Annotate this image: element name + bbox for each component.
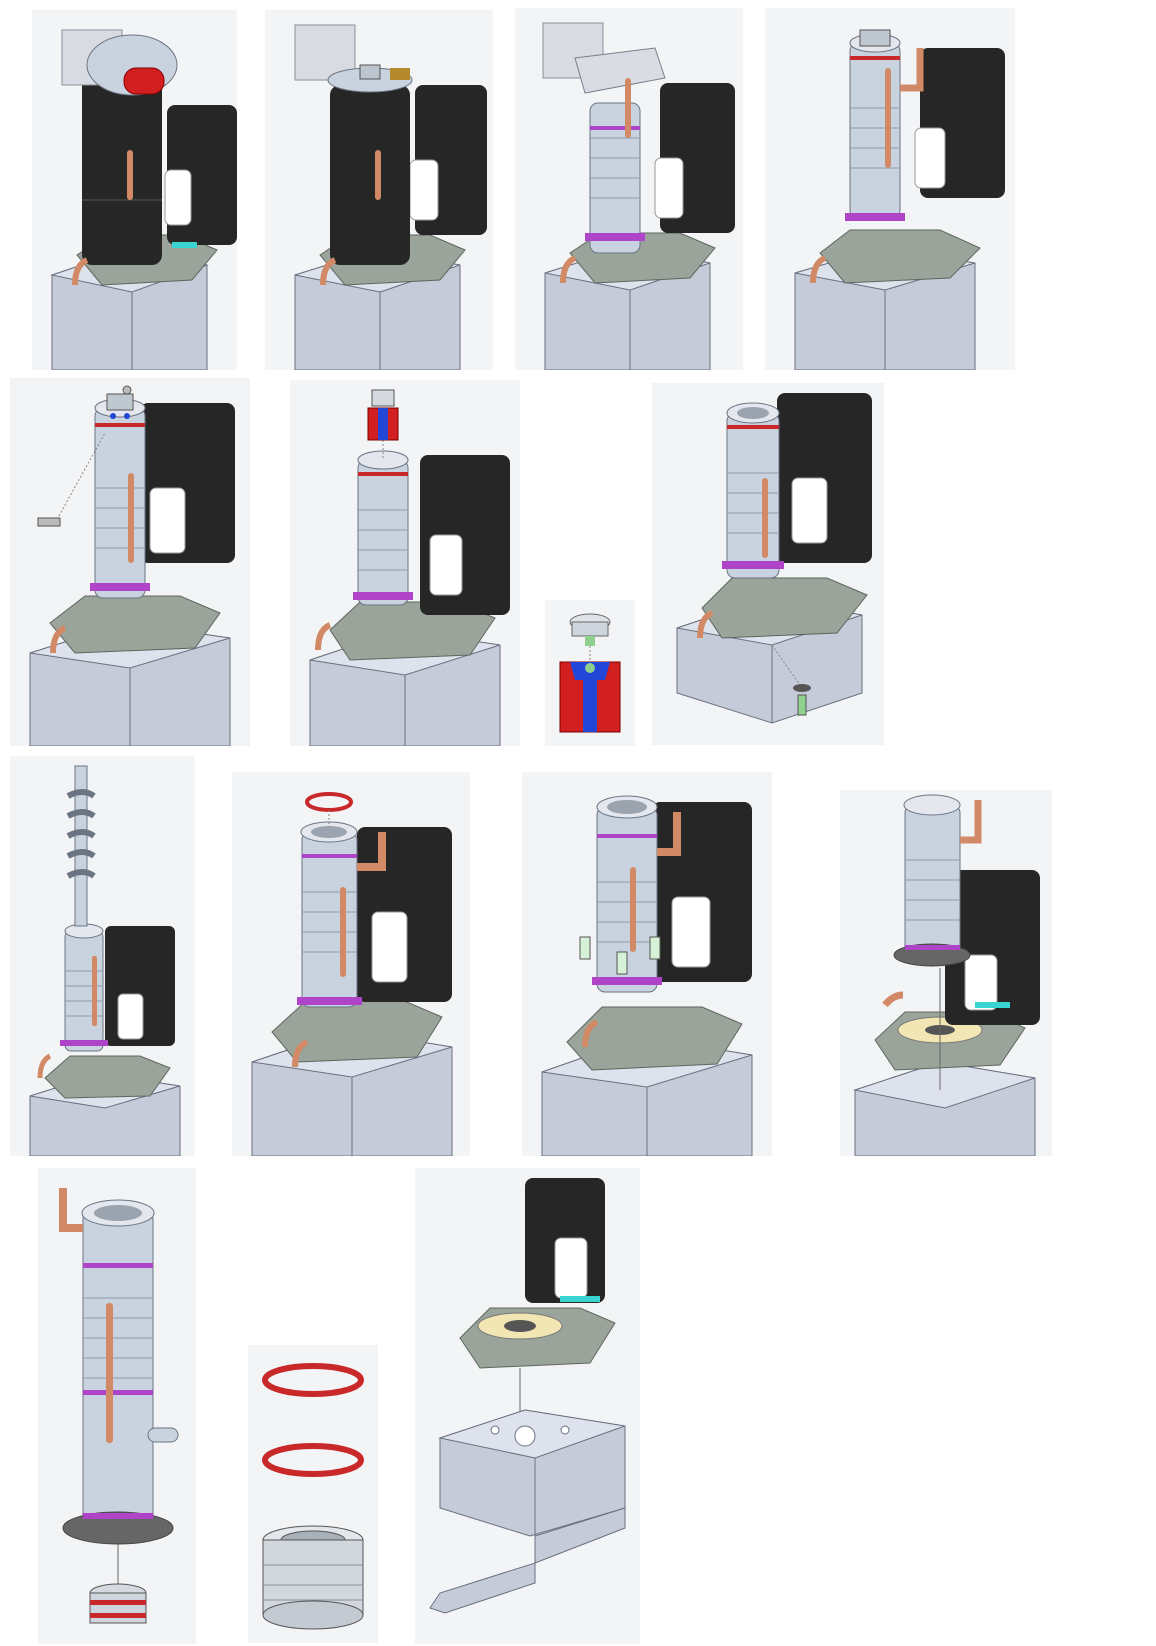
step-4-illustration bbox=[765, 8, 1015, 370]
step-8-illustration bbox=[545, 600, 635, 746]
step-12-illustration bbox=[522, 772, 772, 1156]
step-2-illustration bbox=[265, 10, 493, 370]
step-11-illustration bbox=[232, 772, 470, 1156]
step-1-illustration bbox=[32, 10, 237, 370]
step-14-illustration bbox=[38, 1168, 196, 1644]
step-15-illustration bbox=[248, 1345, 378, 1643]
step-3-illustration bbox=[515, 8, 743, 370]
step-13-illustration bbox=[840, 790, 1052, 1156]
step-6-illustration bbox=[10, 378, 250, 746]
step-10-illustration bbox=[10, 756, 195, 1156]
step-9-illustration bbox=[652, 383, 884, 745]
step-7-illustration bbox=[290, 380, 520, 746]
final-step-illustration bbox=[415, 1168, 640, 1644]
